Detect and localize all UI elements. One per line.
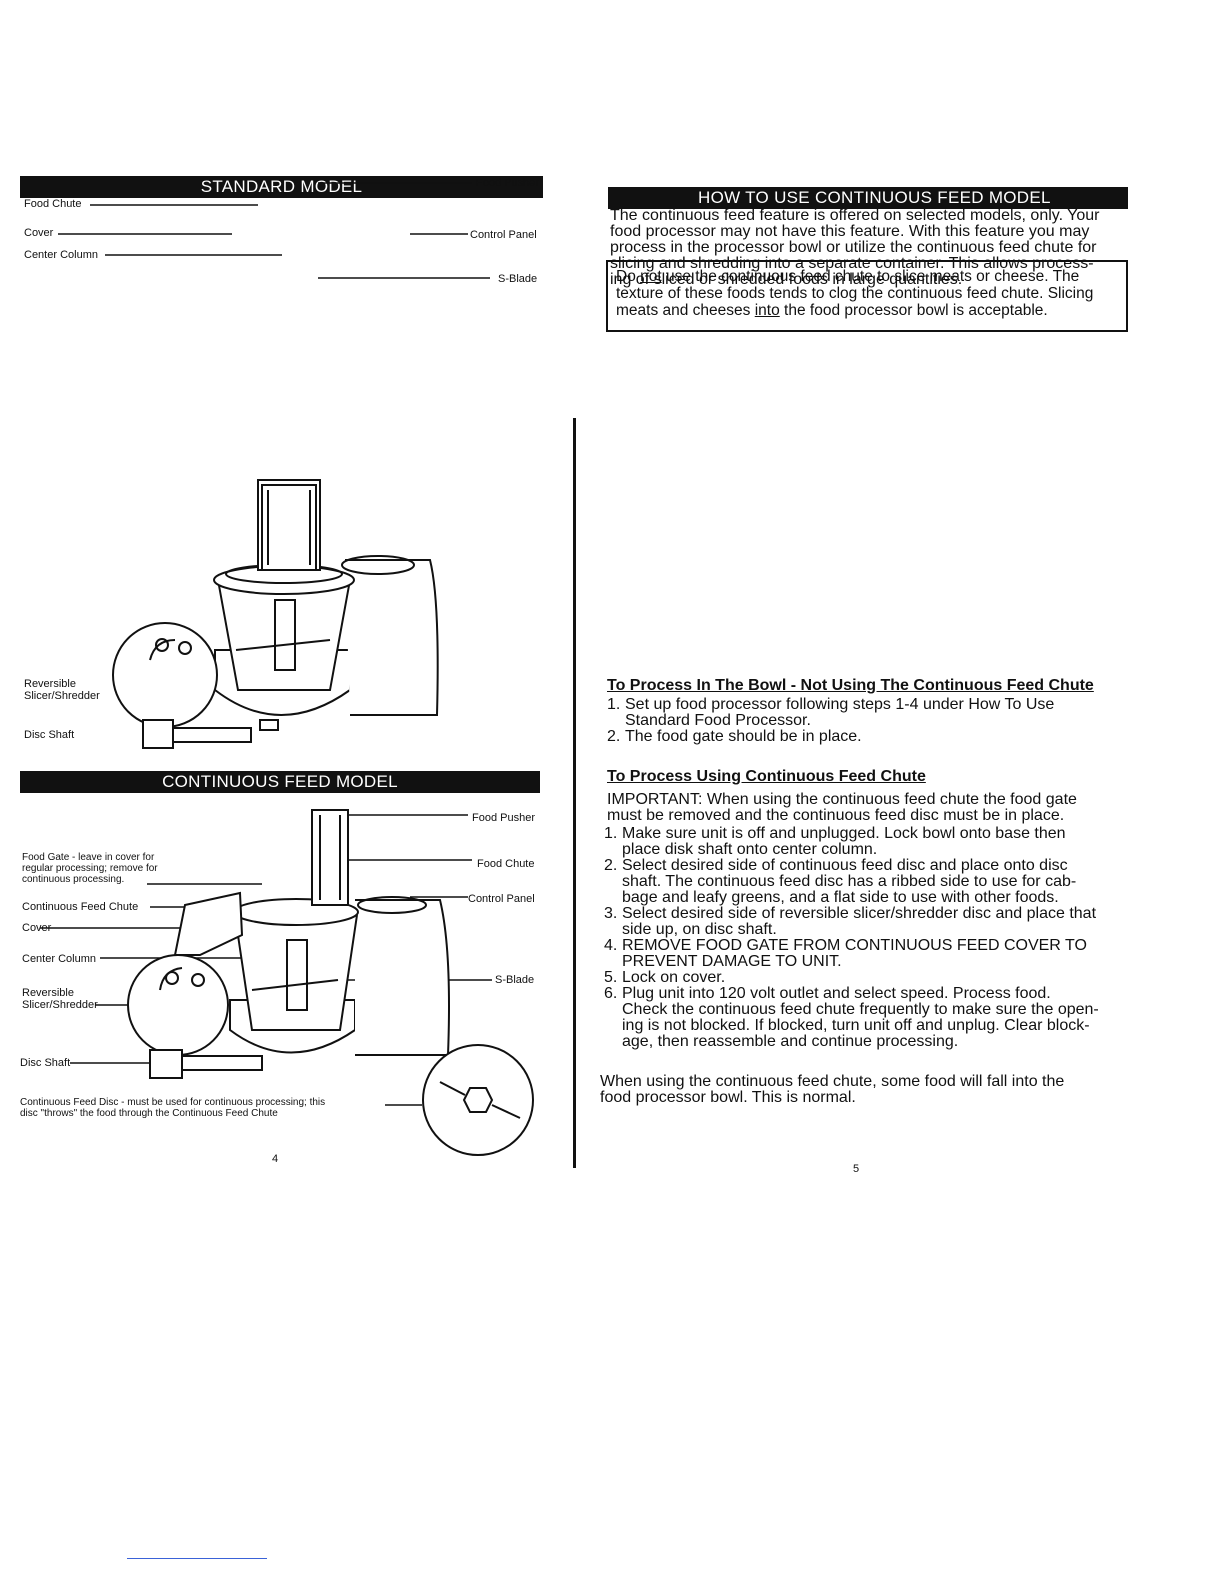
warning-mid: use the continuous feed chute to slice m… bbox=[616, 268, 1094, 319]
bottom-rule bbox=[127, 1558, 267, 1559]
cf-label-food-gate-3: continuous processing. bbox=[22, 874, 125, 885]
closing-paragraph: When using the continuous feed chute, so… bbox=[600, 1073, 1065, 1106]
standard-model-title-bar: STANDARD MODEL bbox=[20, 176, 543, 198]
bowl-heading: To Process In The Bowl - Not Using The C… bbox=[607, 677, 1094, 694]
list-item: 5.Lock on cover. bbox=[604, 969, 726, 986]
standard-model-title: STANDARD MODEL bbox=[200, 177, 363, 196]
page-number-right: 5 bbox=[853, 1163, 860, 1175]
cf-label-continuous-feed-chute: Continuous Feed Chute bbox=[22, 901, 139, 913]
bowl-steps: 1.Set up food processor following steps … bbox=[607, 697, 1127, 745]
continuous-feed-diagram bbox=[40, 809, 534, 1156]
list-item: 6.Plug unit into 120 volt outlet and sel… bbox=[604, 985, 1099, 1050]
standard-model-diagram bbox=[58, 182, 490, 279]
cf-label-food-chute: Food Chute bbox=[477, 858, 535, 870]
warning-post: the food processor bowl is acceptable. bbox=[779, 302, 1048, 319]
warning-not: not bbox=[640, 268, 662, 285]
important-note: IMPORTANT: When using the continuous fee… bbox=[607, 791, 1077, 824]
page-divider bbox=[573, 418, 576, 1168]
std-label-food-pusher: Food Pusher bbox=[476, 177, 539, 189]
intro-line: slicing and shredding into a separate co… bbox=[610, 255, 1094, 272]
std-label-control-panel: Control Panel bbox=[470, 229, 537, 241]
intro-line: food processor may not have this feature… bbox=[610, 223, 1090, 240]
std-label-cover: Cover bbox=[24, 227, 54, 239]
page-number-left: 4 bbox=[272, 1153, 279, 1165]
cf-disc-note-2: disc "throws" the food through the Conti… bbox=[20, 1108, 278, 1119]
cf-label-food-gate-2: regular processing; remove for bbox=[22, 863, 158, 874]
cf-label-reversible: Reversible bbox=[22, 987, 74, 999]
std-label-s-blade: S-Blade bbox=[498, 273, 538, 285]
intro-line: ing of sliced or shredded foods in large… bbox=[610, 271, 963, 288]
cf-label-disc-shaft: Disc Shaft bbox=[20, 1057, 71, 1069]
warning-pre: Do bbox=[616, 268, 641, 285]
cf-label-control-panel: Control Panel bbox=[468, 893, 535, 905]
cf-label-food-pusher: Food Pusher bbox=[472, 812, 535, 824]
intro-paragraph: The continuous feed feature is offered o… bbox=[610, 208, 1130, 288]
cf-label-slicer-shredder: Slicer/Shredder bbox=[22, 999, 98, 1011]
warning-into: into bbox=[754, 302, 780, 319]
std-label-center-column: Center Column bbox=[24, 249, 98, 261]
std-label-food-chute: Food Chute bbox=[24, 198, 82, 210]
chute-heading: To Process Using Continuous Feed Chute bbox=[607, 768, 926, 785]
list-item: 1.Set up food processor following steps … bbox=[607, 696, 1055, 729]
cf-label-food-gate-1: Food Gate - leave in cover for bbox=[22, 852, 155, 863]
warning-box: Do not use the continuous feed chute to … bbox=[606, 260, 1128, 332]
standard-processor-drawing bbox=[112, 479, 439, 749]
std-label-disc-shaft: Disc Shaft bbox=[24, 729, 75, 741]
std-label-reversible: Reversible bbox=[24, 678, 76, 690]
how-to-use-title: HOW TO USE CONTINUOUS FEED MODEL bbox=[698, 188, 1051, 207]
cf-disc-note-1: Continuous Feed Disc - must be used for … bbox=[20, 1097, 326, 1108]
list-item: 2.Select desired side of continuous feed… bbox=[604, 857, 1077, 906]
list-item: 2.The food gate should be in place. bbox=[607, 728, 862, 745]
continuous-feed-title: CONTINUOUS FEED MODEL bbox=[162, 772, 398, 791]
chute-steps: 1.Make sure unit is off and unplugged. L… bbox=[604, 826, 1126, 1050]
intro-line: process in the processor bowl or utilize… bbox=[610, 239, 1097, 256]
list-item: 3.Select desired side of reversible slic… bbox=[604, 905, 1097, 938]
intro-line: The continuous feed feature is offered o… bbox=[610, 207, 1100, 224]
list-item: 1.Make sure unit is off and unplugged. L… bbox=[604, 825, 1066, 858]
continuous-feed-title-bar: CONTINUOUS FEED MODEL bbox=[20, 771, 540, 793]
cf-label-cover: Cover bbox=[22, 922, 52, 934]
std-label-slicer-shredder: Slicer/Shredder bbox=[24, 690, 100, 702]
list-item: 4.REMOVE FOOD GATE FROM CONTINUOUS FEED … bbox=[604, 937, 1087, 970]
cf-label-s-blade: S-Blade bbox=[495, 974, 535, 986]
cf-label-center-column: Center Column bbox=[22, 953, 96, 965]
how-to-use-title-bar: HOW TO USE CONTINUOUS FEED MODEL bbox=[608, 187, 1128, 209]
